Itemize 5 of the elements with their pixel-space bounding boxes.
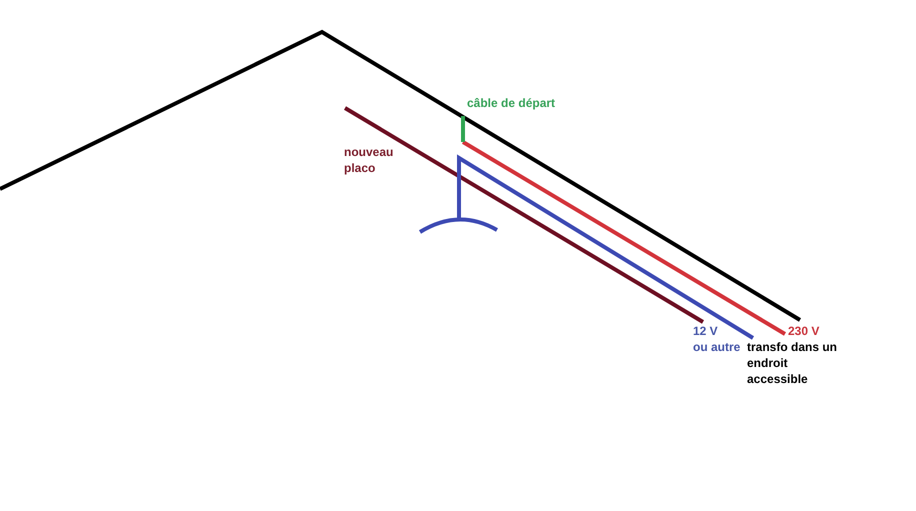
- material-label: nouveau placo: [344, 144, 394, 176]
- voltage-label: 230 V: [788, 323, 820, 339]
- note: transfo dans un endroit accessible: [747, 339, 838, 387]
- cable-label: câble de départ: [467, 95, 556, 111]
- voltage-label: 12 V ou autre: [693, 323, 742, 355]
